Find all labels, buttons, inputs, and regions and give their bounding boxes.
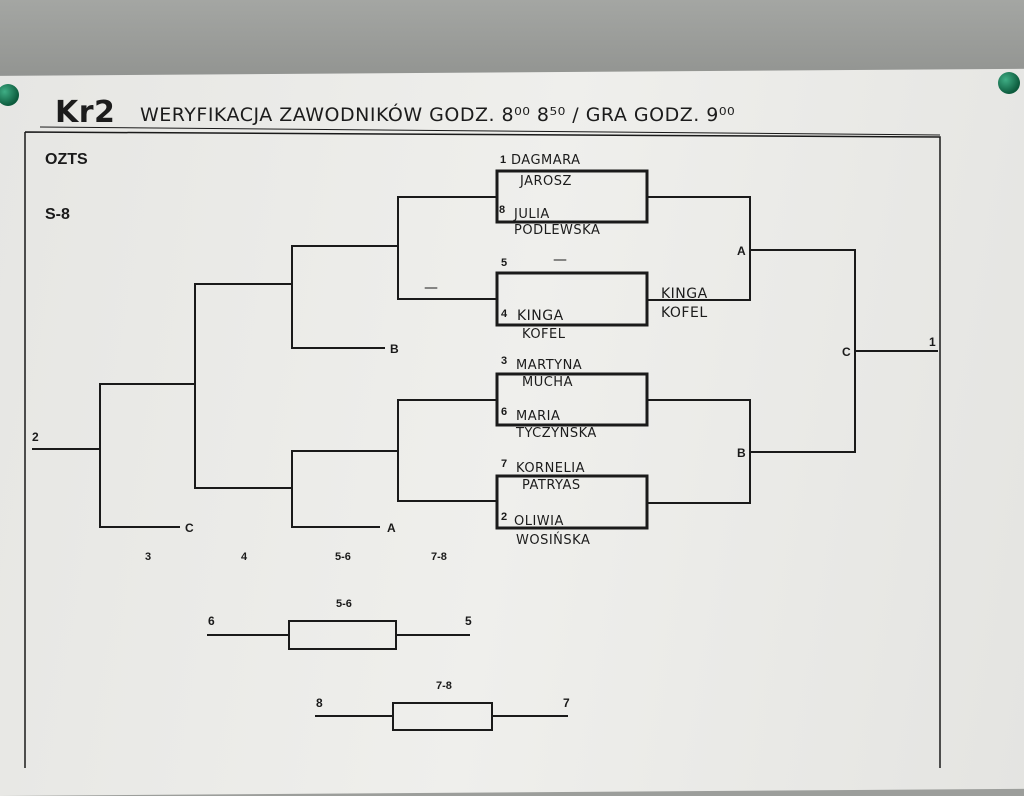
playoff-right: 5: [465, 614, 472, 628]
seed: 1: [500, 154, 506, 166]
player-last-name: PATRYAS: [522, 478, 581, 493]
playoff-title: 7-8: [436, 680, 452, 692]
place-column: 4: [241, 551, 248, 563]
seed: 6: [501, 406, 507, 418]
player-first-name: MARIA: [516, 409, 560, 424]
pushpin-icon: [0, 84, 19, 106]
first-place-label: 1: [929, 335, 936, 349]
player-first-name: OLIWIA: [514, 514, 564, 529]
pushpin-icon: [998, 72, 1020, 94]
court-label: Kr2: [55, 95, 115, 130]
playoff-right: 7: [563, 696, 570, 710]
consolation-line-2: [291, 245, 398, 349]
playoff-left: 8: [316, 696, 323, 710]
consolation-line-4: [397, 399, 497, 502]
header-text: WERYFIKACJA ZAWODNIKÓW GODZ. 8⁰⁰ 8⁵⁰ / G…: [140, 102, 735, 126]
label-b: B: [737, 446, 746, 460]
header-underline: [39, 126, 941, 136]
player-last-name: TYCZYŃSKA: [515, 425, 597, 441]
player-first-name: KINGA: [517, 308, 564, 324]
match-box-7-8: [392, 702, 493, 731]
player-last-name: KOFEL: [522, 327, 566, 342]
playoff-title: 5-6: [336, 598, 352, 610]
consolation-line-1: [397, 196, 497, 300]
player-last-name: MUCHA: [522, 375, 573, 390]
winner-a-first-name: KINGA: [661, 286, 708, 302]
org-label: OZTS: [45, 151, 88, 168]
player-first-name: KORNELIA: [516, 461, 585, 476]
player-first-name: DAGMARA: [511, 153, 581, 168]
consolation-label-c: C: [185, 521, 194, 535]
bracket-line-sf-a: [647, 196, 751, 301]
player-last-name: WOSIŃSKA: [516, 532, 590, 548]
bracket-line-final: [750, 249, 856, 453]
place-column: 3: [145, 551, 151, 563]
seed: 5: [501, 257, 507, 269]
consolation-line-5: [291, 450, 398, 528]
consolation-line-6: [99, 383, 195, 528]
consolation-label-b: B: [390, 342, 399, 356]
match-box-5-6: [288, 620, 397, 650]
consolation-label-a: A: [387, 521, 396, 535]
consolation-dash: —: [424, 280, 439, 296]
place-column: 7-8: [431, 551, 447, 563]
player-first-name: JULIA: [513, 207, 550, 222]
bracket-line-sf-b: [647, 399, 751, 504]
player-last-name: JAROSZ: [519, 174, 572, 189]
player-first-name: MARTYNA: [516, 358, 582, 373]
seed: 7: [501, 458, 507, 470]
place-column: 5-6: [335, 551, 351, 563]
seed: 3: [501, 355, 507, 367]
player-first-name: —: [553, 252, 568, 268]
label-a: A: [737, 244, 746, 258]
sheet-frame: [24, 131, 941, 768]
label-c: C: [842, 345, 851, 359]
winner-a-last-name: KOFEL: [661, 305, 708, 321]
seed: 4: [501, 308, 508, 320]
category-label: S-8: [45, 206, 70, 223]
seed: 2: [501, 511, 507, 523]
second-place-label: 2: [32, 430, 39, 444]
consolation-line-3: [194, 283, 292, 489]
player-last-name: PODLEWSKA: [514, 223, 600, 238]
bracket-diagram: OZTS S-8 A B C 1 2 B A C 3 4 5-6 7-8 5-6…: [24, 95, 941, 768]
playoff-left: 6: [208, 614, 215, 628]
seed: 8: [499, 204, 505, 216]
